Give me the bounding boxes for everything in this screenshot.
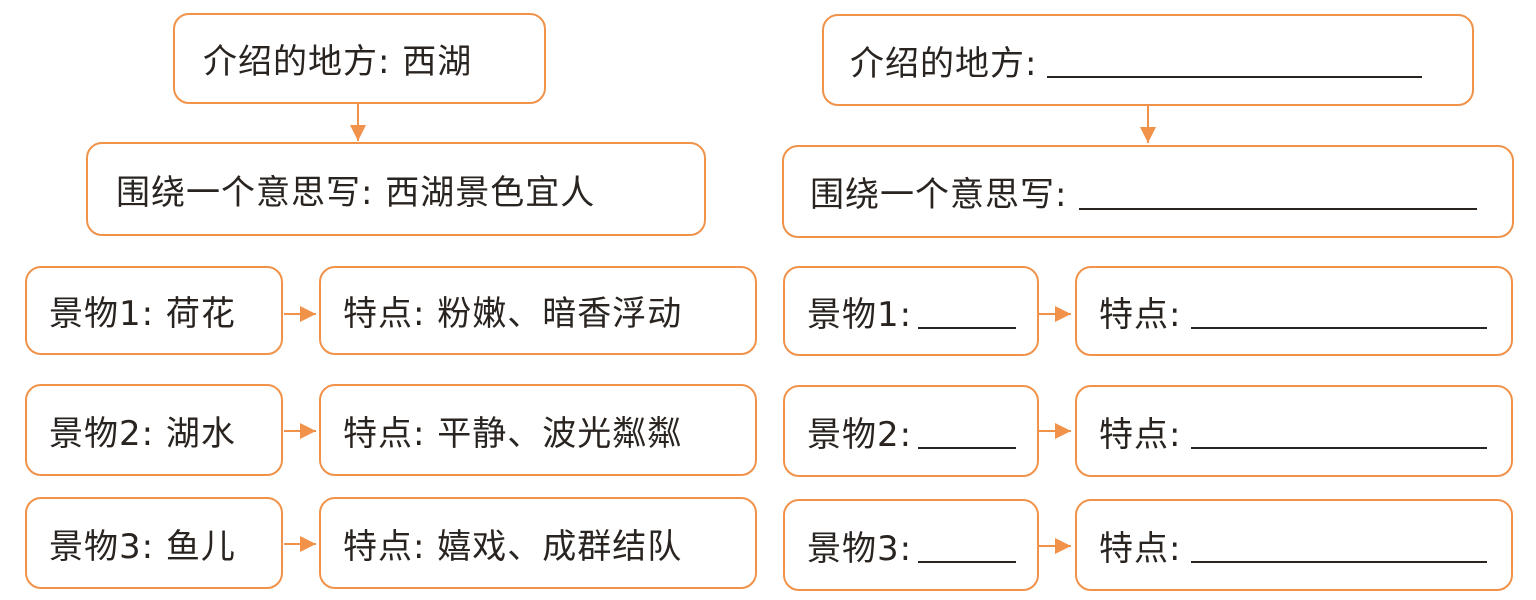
right-feature-3-box: 特点: <box>1075 499 1513 591</box>
right-place-text: 介绍的地方: <box>850 43 1038 84</box>
right-theme-blank[interactable] <box>1079 174 1478 210</box>
left-theme-text: 围绕一个意思写: 西湖景色宜人 <box>116 172 596 213</box>
right-feature-1-box: 特点: <box>1075 266 1513 356</box>
right-scene-1-blank[interactable] <box>918 293 1017 329</box>
left-scene-2-text: 景物2: 湖水 <box>49 413 236 454</box>
right-feature-3-text: 特点: <box>1099 528 1182 569</box>
left-feature-1-box: 特点: 粉嫩、暗香浮动 <box>319 266 757 355</box>
left-scene-1-box: 景物1: 荷花 <box>25 266 283 355</box>
right-scene-1-box: 景物1: <box>783 266 1039 356</box>
right-scene-1-text: 景物1: <box>807 294 913 335</box>
left-scene-2-box: 景物2: 湖水 <box>25 384 283 476</box>
right-feature-1-blank[interactable] <box>1191 293 1488 329</box>
left-feature-1-text: 特点: 粉嫩、暗香浮动 <box>343 294 683 334</box>
right-theme-text: 围绕一个意思写: <box>810 175 1068 215</box>
left-feature-3-text: 特点: 嬉戏、成群结队 <box>343 526 683 567</box>
left-place-text: 介绍的地方: 西湖 <box>203 42 473 82</box>
right-scene-3-blank[interactable] <box>918 527 1017 563</box>
right-feature-2-box: 特点: <box>1075 385 1513 477</box>
right-scene-3-box: 景物3: <box>783 499 1039 591</box>
right-place-blank[interactable] <box>1047 42 1423 78</box>
right-scene-3-text: 景物3: <box>807 528 913 569</box>
left-feature-2-box: 特点: 平静、波光粼粼 <box>319 384 757 476</box>
right-feature-2-blank[interactable] <box>1191 413 1488 449</box>
left-scene-1-text: 景物1: 荷花 <box>49 294 236 334</box>
right-feature-2-text: 特点: <box>1099 414 1182 455</box>
left-feature-2-text: 特点: 平静、波光粼粼 <box>343 413 683 454</box>
right-scene-2-box: 景物2: <box>783 385 1039 477</box>
left-theme-box: 围绕一个意思写: 西湖景色宜人 <box>86 142 706 236</box>
left-scene-3-text: 景物3: 鱼儿 <box>49 526 236 567</box>
left-feature-3-box: 特点: 嬉戏、成群结队 <box>319 497 757 589</box>
right-scene-2-blank[interactable] <box>918 413 1017 449</box>
right-feature-1-text: 特点: <box>1099 294 1182 335</box>
right-theme-box: 围绕一个意思写: <box>782 145 1514 238</box>
left-place-box: 介绍的地方: 西湖 <box>173 13 546 104</box>
right-feature-3-blank[interactable] <box>1191 527 1488 563</box>
right-place-box: 介绍的地方: <box>822 14 1474 106</box>
left-scene-3-box: 景物3: 鱼儿 <box>25 497 283 589</box>
right-scene-2-text: 景物2: <box>807 414 913 455</box>
